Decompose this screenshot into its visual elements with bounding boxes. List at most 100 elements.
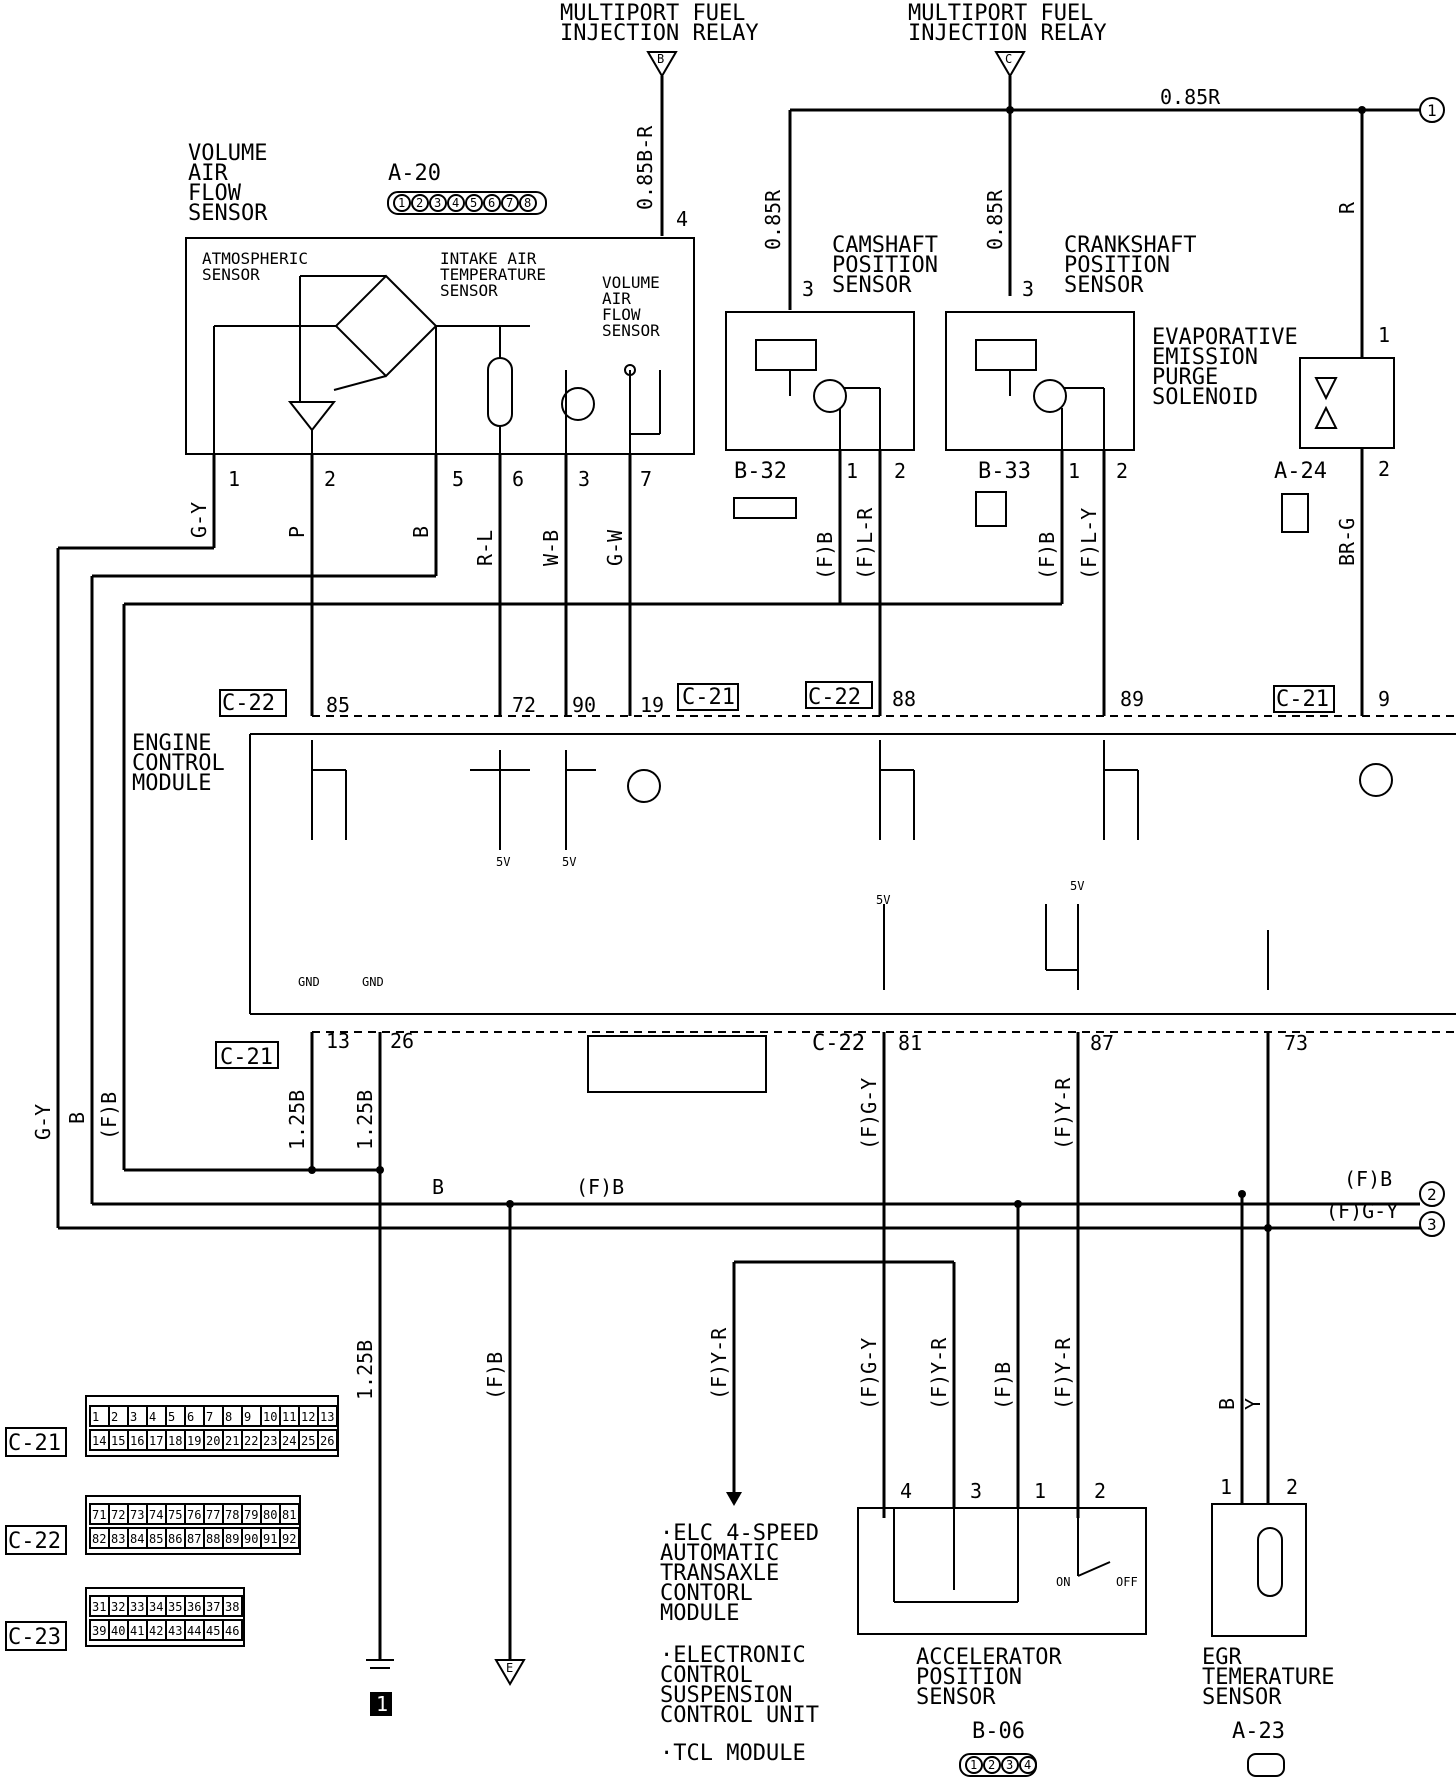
- c23-connector-key: [85, 1587, 245, 1647]
- b06-pin-circle: [1019, 1756, 1037, 1774]
- svg-text:1.25B: 1.25B: [353, 1090, 377, 1150]
- c23-pin: 41: [130, 1624, 144, 1638]
- svg-text:7: 7: [640, 467, 652, 491]
- iat-3: SENSOR: [440, 281, 498, 300]
- svg-text:13: 13: [326, 1029, 350, 1053]
- tcl-module-label: ·TCL MODULE: [660, 1741, 806, 1766]
- acc-2: POSITION: [916, 1665, 1022, 1690]
- c22-pin: 79: [244, 1508, 258, 1522]
- c22-pin: 87: [187, 1532, 201, 1546]
- c21-pin: 11: [282, 1410, 296, 1424]
- svg-text:C-21: C-21: [220, 1045, 273, 1070]
- accelerator-sensor-box: [857, 1507, 1147, 1635]
- svg-text:1.25B: 1.25B: [353, 1340, 377, 1400]
- b06-pin: 4: [1024, 1758, 1031, 1772]
- b06-pin: 3: [1006, 1758, 1013, 1772]
- iat-1: INTAKE AIR: [440, 249, 537, 268]
- c21-pin: 14: [92, 1434, 106, 1448]
- connector-1-ref: [1419, 97, 1445, 123]
- svg-text:C-22: C-22: [222, 691, 275, 716]
- c22-pin: 88: [206, 1532, 220, 1546]
- relay-b-title-1: MULTIPORT FUEL: [560, 1, 745, 26]
- c22-pin: 71: [92, 1508, 106, 1522]
- svg-text:(F)L-Y: (F)L-Y: [1077, 508, 1101, 580]
- svg-text:G-W: G-W: [603, 529, 627, 566]
- c21-pin: 7: [206, 1410, 213, 1424]
- svg-text:R-L: R-L: [473, 530, 497, 566]
- svg-text:G-Y: G-Y: [31, 1104, 55, 1140]
- elc-3: TRANSAXLE: [660, 1561, 779, 1586]
- c22-pin: 91: [263, 1532, 277, 1546]
- conn-a20-label: A-20: [388, 161, 441, 186]
- atm-sensor-2: SENSOR: [202, 265, 260, 284]
- b06-pin-circle: [983, 1756, 1001, 1774]
- ecm-1: ENGINE: [132, 731, 211, 756]
- svg-text:G-Y: G-Y: [187, 502, 211, 538]
- a20-pin: 6: [488, 196, 495, 210]
- svg-text:(F)Y-R: (F)Y-R: [1051, 1077, 1075, 1150]
- c23-pin: 43: [168, 1624, 182, 1638]
- svg-text:90: 90: [572, 693, 596, 717]
- vaf-title-2: AIR: [188, 161, 228, 186]
- vaf-inner-3: FLOW: [602, 305, 641, 324]
- bridge-circuit: [334, 274, 438, 378]
- svg-text:1: 1: [376, 1692, 388, 1716]
- c21-pin: 1: [92, 1410, 99, 1424]
- c21-pin: 21: [225, 1434, 239, 1448]
- egr-1: EGR: [1202, 1645, 1242, 1670]
- vaf-title-1: VOLUME: [188, 141, 267, 166]
- c23-pin: 44: [187, 1624, 201, 1638]
- svg-text:1: 1: [1220, 1475, 1232, 1499]
- a20-pin-circle: [393, 194, 411, 212]
- c21-pin: 23: [263, 1434, 277, 1448]
- c21-pin: 12: [301, 1410, 315, 1424]
- svg-text:1: 1: [1034, 1479, 1046, 1503]
- a20-pin: 8: [524, 196, 531, 210]
- relay-c-title-1: MULTIPORT FUEL: [908, 1, 1093, 26]
- a20-pin: 1: [398, 196, 405, 210]
- amplifier-symbol: [287, 401, 337, 432]
- svg-text:C-22: C-22: [808, 685, 861, 710]
- svg-text:3: 3: [802, 277, 814, 301]
- evap-2: EMISSION: [1152, 345, 1258, 370]
- svg-text:B: B: [1215, 1398, 1239, 1410]
- c21-pin: 20: [206, 1434, 220, 1448]
- c23-pin: 45: [206, 1624, 220, 1638]
- c22-pin: 82: [92, 1532, 106, 1546]
- iat-2: TEMPERATURE: [440, 265, 546, 284]
- c23-pin: 33: [130, 1600, 144, 1614]
- vaf-inner-1: VOLUME: [602, 273, 660, 292]
- svg-text:1: 1: [1427, 101, 1437, 120]
- c21-pin: 6: [187, 1410, 194, 1424]
- svg-text:OFF: OFF: [1116, 1575, 1138, 1589]
- c22-pin: 81: [282, 1508, 296, 1522]
- svg-text:A-23: A-23: [1232, 1719, 1285, 1744]
- c23-pin: 39: [92, 1624, 106, 1638]
- c21-pin: 10: [263, 1410, 277, 1424]
- c23-pin: 42: [149, 1624, 163, 1638]
- svg-text:2: 2: [1116, 459, 1128, 483]
- ecs-4: CONTROL UNIT: [660, 1703, 819, 1728]
- cam-1: CAMSHAFT: [832, 233, 938, 258]
- a20-pin-circle: [447, 194, 465, 212]
- svg-text:BR-G: BR-G: [1335, 518, 1359, 566]
- evap-4: SOLENOID: [1152, 385, 1258, 410]
- c21-pin: 18: [168, 1434, 182, 1448]
- a20-pin: 4: [452, 196, 459, 210]
- b06-pin: 1: [970, 1758, 977, 1772]
- conn-a24-icon: [1281, 493, 1309, 533]
- relay-b-terminal: [646, 51, 678, 78]
- svg-text:(F)Y-R: (F)Y-R: [1051, 1337, 1075, 1410]
- cam-sensor-box: [725, 311, 915, 451]
- a20-pin-circle: [483, 194, 501, 212]
- c23-pin: 35: [168, 1600, 182, 1614]
- ecm-3: MODULE: [132, 771, 211, 796]
- c21-pin: 2: [111, 1410, 118, 1424]
- relay-c-terminal: [994, 51, 1026, 78]
- svg-text:(F)Y-R: (F)Y-R: [927, 1337, 951, 1410]
- b06-pin-circle: [965, 1756, 983, 1774]
- svg-text:C-21: C-21: [682, 685, 735, 710]
- svg-text:1: 1: [1378, 323, 1390, 347]
- c22-cell: [279, 1503, 300, 1525]
- b06-pin: 2: [988, 1758, 995, 1772]
